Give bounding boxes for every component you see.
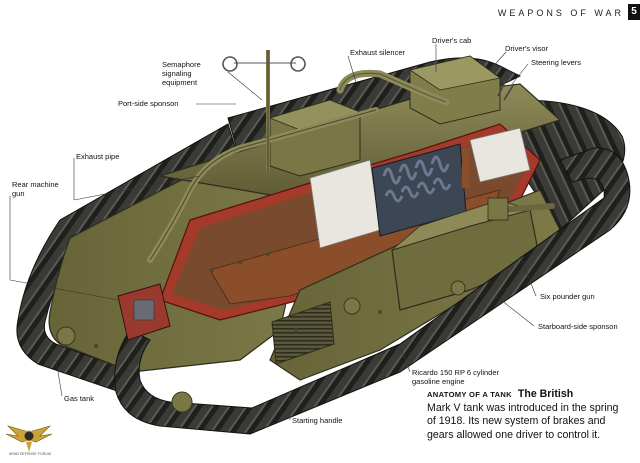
forum-logo-watermark [5, 425, 53, 452]
label-starting-handle: Starting handle [292, 416, 343, 425]
caption: ANATOMY OF A TANK The British Mark V tan… [427, 388, 632, 442]
label-steering-levers: Steering levers [531, 58, 582, 67]
caption-line2: Mark V tank was introduced in the spring [427, 401, 619, 414]
caption-title: ANATOMY OF A TANK [427, 390, 512, 399]
label-semaphore-line3: equipment [162, 78, 198, 87]
label-semaphore-line2: signaling [162, 69, 192, 78]
caption-line3: of 1918. Its new system of brakes and [427, 415, 606, 428]
track-wheels [56, 280, 466, 413]
label-exhaust-pipe: Exhaust pipe [76, 152, 120, 161]
label-gas-tank: Gas tank [64, 394, 95, 403]
label-engine-line1: Ricardo 150 RP 6 cylinder [412, 368, 499, 377]
label-starboard-sponson: Starboard-side sponson [538, 322, 618, 331]
label-rear-machine-gun-line1: Rear machine [12, 180, 59, 189]
semaphore-mast [222, 50, 306, 172]
page-number: 5 [628, 4, 640, 20]
label-rear-machine-gun-line2: gun [12, 189, 25, 198]
label-engine: Ricardo 150 RP 6 cylinder gasoline engin… [412, 368, 499, 386]
label-leader-lines [9, 44, 537, 420]
label-drivers-cab: Driver's cab [432, 36, 472, 45]
label-drivers-visor: Driver's visor [505, 44, 549, 53]
caption-line1: ANATOMY OF A TANK The British [427, 388, 632, 402]
label-semaphore: Semaphore signaling equipment [162, 60, 201, 87]
label-port-side-sponson: Port-side sponson [118, 99, 179, 108]
steering-levers [497, 79, 515, 101]
label-rear-machine-gun: Rear machine gun [12, 180, 59, 198]
front-grill [271, 301, 335, 365]
caption-heading: The British [517, 388, 574, 400]
label-semaphore-line1: Semaphore [162, 60, 201, 69]
engine-block [371, 143, 470, 237]
forum-logo-text: ARAB DEFENSE FORUM [9, 452, 51, 456]
caption-line4: gears allowed one driver to control it. [427, 428, 601, 441]
label-engine-line2: gasoline engine [412, 377, 465, 386]
label-exhaust-silencer: Exhaust silencer [350, 48, 406, 57]
front-track [114, 147, 631, 435]
section-header: WEAPONS OF WAR [497, 8, 624, 18]
six-pounder-gun [497, 203, 555, 213]
label-six-pounder-gun: Six pounder gun [540, 292, 595, 301]
